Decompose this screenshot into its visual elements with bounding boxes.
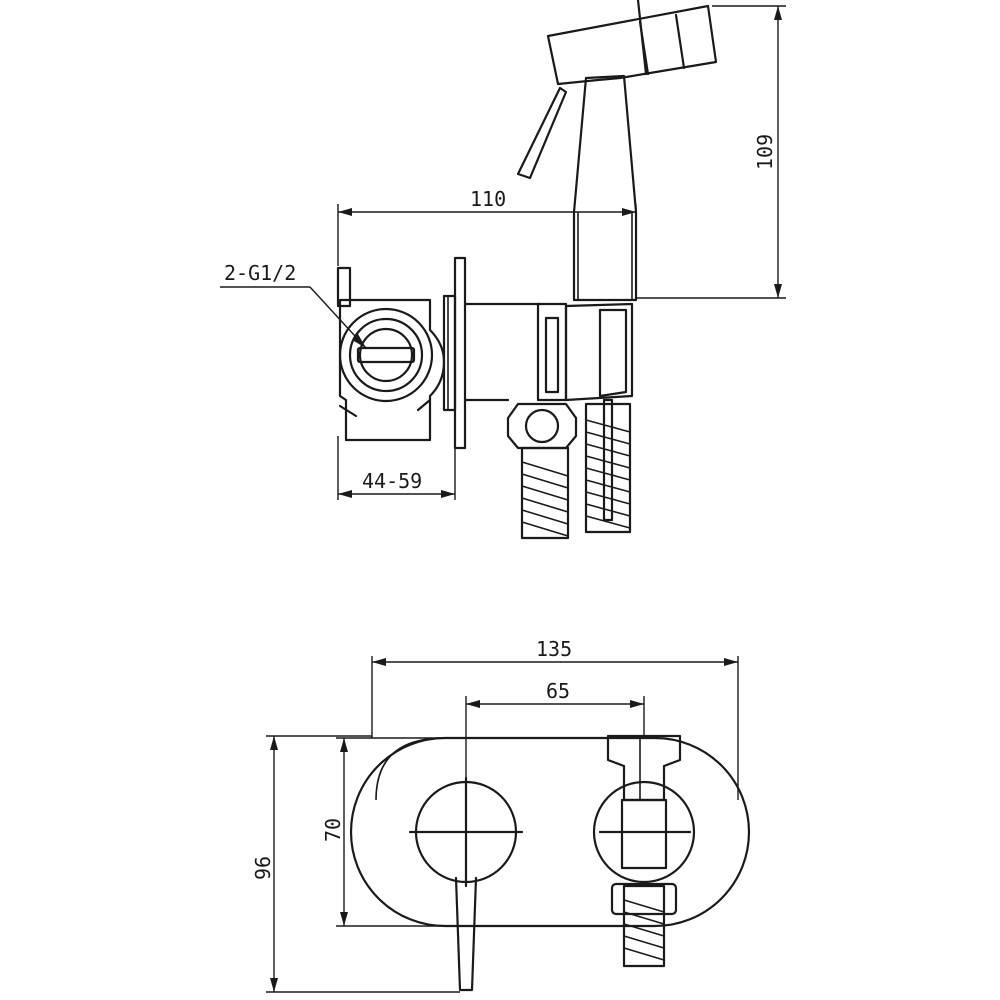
dimension-135-label: 135 [536, 637, 572, 661]
outlet-holder [592, 734, 696, 968]
wall-plate [442, 256, 467, 450]
concealed-body [336, 266, 446, 442]
mixer-handle [408, 776, 524, 992]
dimension-135: 135 [371, 637, 739, 800]
thread-callout: 2-G1/2 [220, 261, 367, 349]
dimension-65-label: 65 [546, 679, 570, 703]
dimension-109: 109 [636, 5, 786, 299]
dimension-109-label: 109 [753, 134, 777, 170]
dimension-70-label: 70 [321, 818, 345, 842]
sprayer-head [516, 0, 718, 302]
dimension-110: 110 [337, 187, 637, 266]
side-view: 2-G1/2 110 [220, 0, 786, 540]
thread-label: 2-G1/2 [224, 261, 296, 285]
cover-plate [349, 736, 751, 928]
dimension-44-59-label: 44-59 [362, 469, 422, 493]
dimension-96: 96 [251, 735, 460, 993]
dimension-70: 70 [321, 737, 445, 927]
dimension-65: 65 [465, 679, 645, 790]
dimension-110-label: 110 [470, 187, 506, 211]
dimension-96-label: 96 [251, 856, 275, 880]
dimension-44-59: 44-59 [337, 436, 456, 500]
front-view: 135 65 70 96 [251, 637, 751, 993]
outlet-assembly [463, 302, 634, 540]
